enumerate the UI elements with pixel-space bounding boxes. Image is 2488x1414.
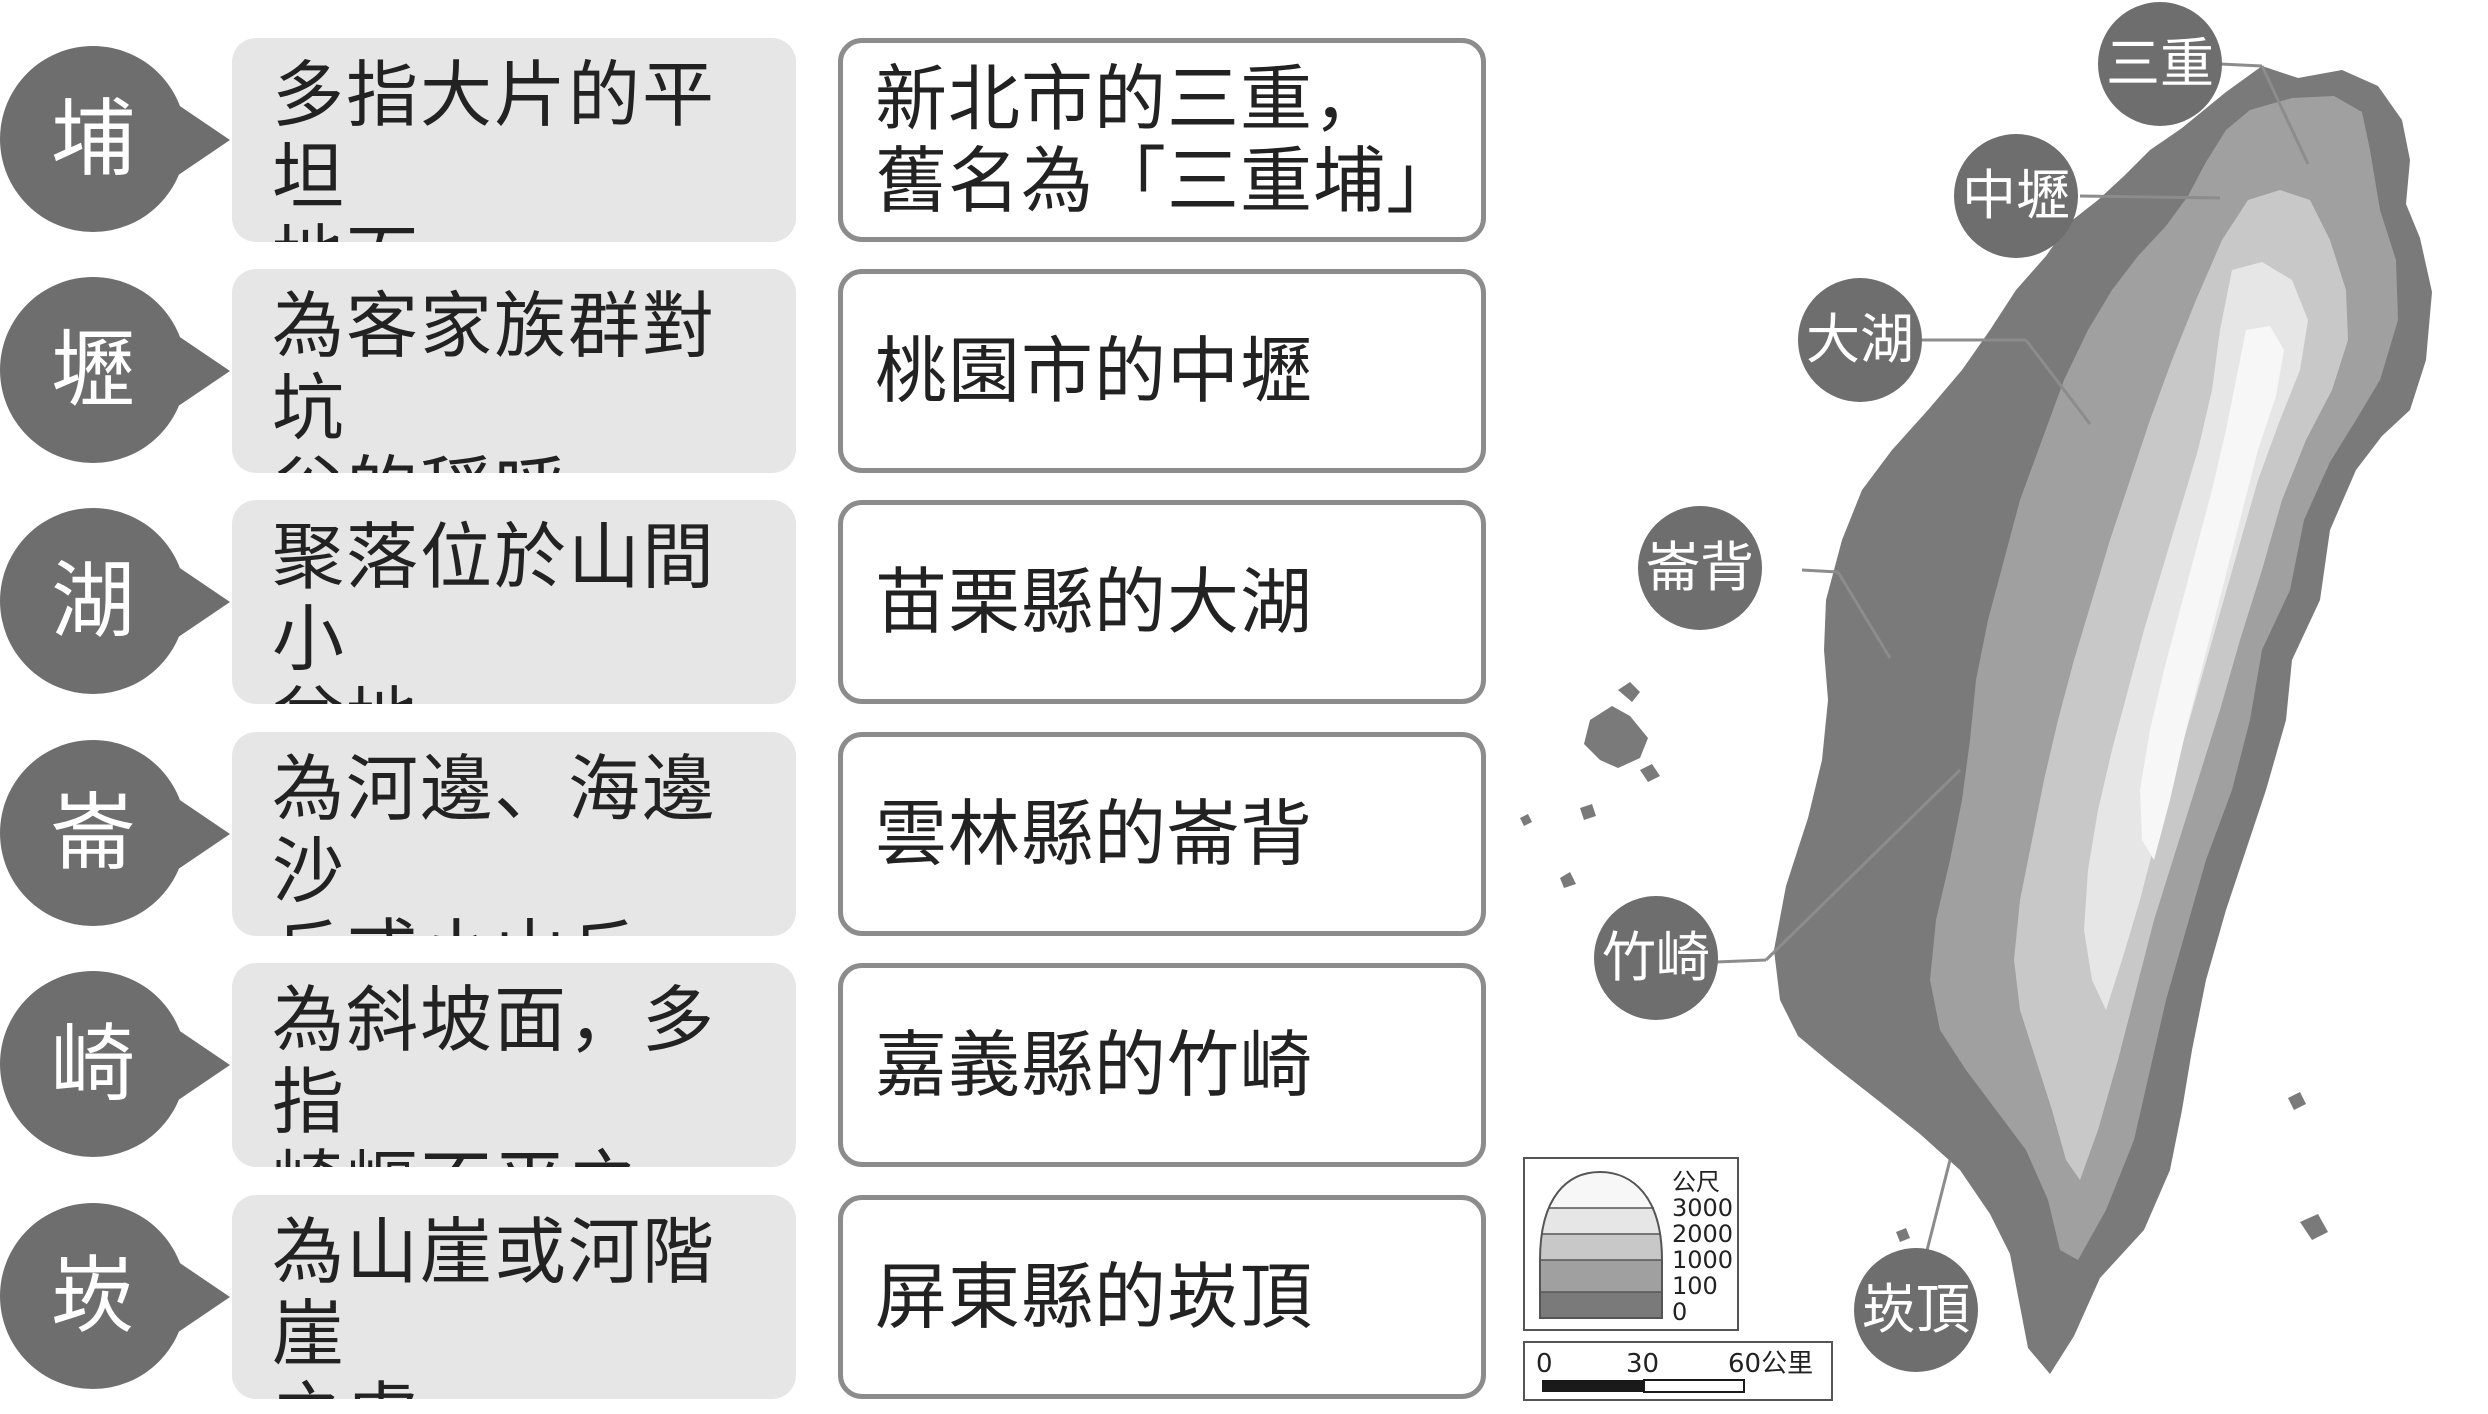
map-label-dahu: 大湖 — [1798, 278, 1922, 402]
meaning-line: 多指大片的平坦 — [272, 53, 717, 219]
label-text: 崁頂 — [1862, 1278, 1970, 1341]
elevation-legend: 公尺 3000 2000 1000 100 0 — [1523, 1157, 1739, 1331]
legend-level-0: 0 — [1672, 1298, 1687, 1326]
island-shape — [1580, 804, 1596, 820]
label-text: 崙背 — [1646, 536, 1754, 599]
label-circle — [1638, 506, 1762, 630]
legend-level-1000: 1000 — [1672, 1246, 1733, 1274]
legend-unit: 公尺 — [1672, 1168, 1720, 1196]
term-char-bubble: 崁 — [0, 1203, 186, 1389]
scale-tick-60: 60公里 — [1728, 1349, 1813, 1379]
island-shape — [1560, 872, 1576, 888]
leader-line-zhuqi-2 — [1764, 768, 1962, 962]
meaning-line: 為斜坡面，多指 — [272, 978, 717, 1144]
small-liuqiu — [1896, 1228, 1910, 1242]
term-meaning: 為河邊、海邊沙丘或小山丘。 — [232, 732, 796, 936]
legend-band-0 — [1540, 1292, 1662, 1318]
meaning-line: 谷的稱呼。 — [272, 449, 786, 473]
term-meaning: 為斜坡面，多指崎嶇不平之地。 — [232, 963, 796, 1167]
term-meaning: 聚落位於山間小盆地。 — [232, 500, 796, 704]
taiwan-peaks — [2140, 326, 2284, 860]
penghu-islands — [1520, 682, 1660, 888]
leader-line-dahu-2 — [2024, 339, 2092, 425]
meaning-line: 為山崖或河階崖 — [272, 1210, 717, 1376]
legend-dividers — [1540, 1207, 1662, 1293]
legend-band-2000 — [1540, 1208, 1662, 1234]
legend-band-100 — [1540, 1260, 1662, 1292]
meaning-line: 崎嶇不平之地。 — [272, 1143, 786, 1167]
legend-level-3000: 3000 — [1672, 1194, 1733, 1222]
map-label-zhongli: 中壢 — [1954, 134, 2078, 258]
legend-level-100: 100 — [1672, 1272, 1718, 1300]
meaning-line: 地面。 — [272, 218, 786, 242]
term-example: 屏東縣的崁頂 — [838, 1195, 1486, 1399]
scale-tick-0: 0 — [1536, 1349, 1553, 1379]
term-meaning: 多指大片的平坦地面。 — [232, 38, 796, 242]
label-circle — [1854, 1248, 1978, 1372]
legend-dome-outline — [1539, 1170, 1663, 1319]
term-char-bubble: 埔 — [0, 46, 186, 232]
leader-line-zhuqi — [1715, 958, 1767, 964]
label-circle — [1594, 896, 1718, 1020]
meaning-line: 為客家族群對坑 — [272, 284, 717, 450]
term-example: 桃園市的中壢 — [838, 269, 1486, 473]
term-row-hu: 湖 聚落位於山間小盆地。 苗栗縣的大湖 — [0, 500, 1500, 706]
leader-line-lunbei-2 — [1836, 571, 1892, 659]
island-shape — [1640, 764, 1660, 782]
term-example: 雲林縣的崙背 — [838, 732, 1486, 936]
meaning-line: 盆地。 — [272, 680, 786, 704]
label-text: 竹崎 — [1602, 926, 1710, 989]
term-row-kan: 崁 為山崖或河階崖之處。 屏東縣的崁頂 — [0, 1195, 1500, 1401]
meaning-line: 聚落位於山間小 — [272, 515, 717, 681]
leader-line-zhongli — [2079, 194, 2221, 200]
scale-bar-white — [1643, 1379, 1745, 1393]
legend-band-1000 — [1540, 1234, 1662, 1260]
term-example: 嘉義縣的竹崎 — [838, 963, 1486, 1167]
term-char-bubble: 崎 — [0, 971, 186, 1157]
map-label-lunbei: 崙背 — [1638, 506, 1762, 630]
map-label-zhuqi: 竹崎 — [1594, 896, 1718, 1020]
term-meaning: 為山崖或河階崖之處。 — [232, 1195, 796, 1399]
scale-tick-30: 30 — [1626, 1349, 1659, 1379]
island-shape — [1584, 706, 1648, 768]
term-example: 新北市的三重， 舊名為「三重埔」 — [838, 38, 1486, 242]
meaning-line: 丘或小山丘。 — [272, 912, 786, 936]
meaning-line: 為河邊、海邊沙 — [272, 747, 717, 913]
term-char-bubble: 崙 — [0, 740, 186, 926]
leader-line-sanchong-2 — [2260, 65, 2310, 165]
label-circle — [2098, 2, 2222, 126]
term-example: 苗栗縣的大湖 — [838, 500, 1486, 704]
leader-lines — [1715, 62, 2310, 1271]
term-row-li: 壢 為客家族群對坑谷的稱呼。 桃園市的中壢 — [0, 269, 1500, 475]
green-island — [2288, 1092, 2306, 1110]
scale-bar-black — [1542, 1380, 1644, 1392]
island-shape — [1618, 682, 1640, 702]
island-shape — [1520, 814, 1532, 826]
term-char-bubble: 湖 — [0, 508, 186, 694]
label-circle — [1954, 134, 2078, 258]
term-row-lun: 崙 為河邊、海邊沙丘或小山丘。 雲林縣的崙背 — [0, 732, 1500, 938]
map-label-kanding: 崁頂 — [1854, 1248, 1978, 1372]
term-char-bubble: 壢 — [0, 277, 186, 463]
label-text: 三重 — [2106, 32, 2214, 95]
label-circle — [1798, 278, 1922, 402]
meaning-line: 之處。 — [272, 1375, 786, 1399]
leader-line-lunbei — [1801, 568, 1839, 574]
scale-bar: 0 30 60公里 — [1523, 1341, 1833, 1401]
orchid-island — [2300, 1214, 2328, 1240]
map-label-sanchong: 三重 — [2098, 2, 2222, 126]
label-text: 中壢 — [1962, 164, 2070, 227]
leader-line-sanchong — [2219, 62, 2263, 68]
term-meaning: 為客家族群對坑谷的稱呼。 — [232, 269, 796, 473]
legend-level-2000: 2000 — [1672, 1220, 1733, 1248]
term-row-pu: 埔 多指大片的平坦地面。 新北市的三重， 舊名為「三重埔」 — [0, 38, 1500, 244]
label-text: 大湖 — [1806, 308, 1914, 371]
term-row-qi: 崎 為斜坡面，多指崎嶇不平之地。 嘉義縣的竹崎 — [0, 963, 1500, 1169]
